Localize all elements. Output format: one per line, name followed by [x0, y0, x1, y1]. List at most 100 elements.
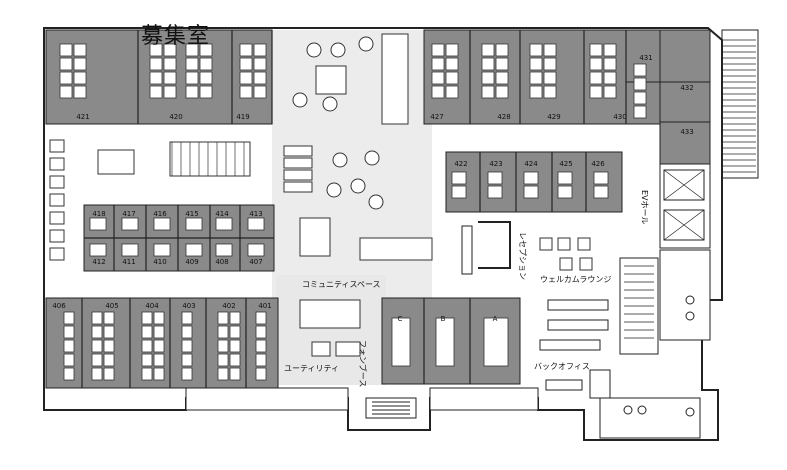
desk: [103, 367, 115, 381]
desk: [255, 367, 267, 381]
desk: [199, 43, 213, 57]
desk: [481, 85, 495, 99]
desk: [229, 367, 241, 381]
desk: [593, 185, 609, 199]
desk: [481, 43, 495, 57]
elevator-hall-label: EVホール: [640, 190, 649, 225]
desk: [445, 57, 459, 71]
round-seat: [368, 194, 384, 210]
desk: [543, 57, 557, 71]
round-seat: [306, 42, 322, 58]
desk: [431, 85, 445, 99]
desk: [603, 43, 617, 57]
room-label: 406: [52, 302, 66, 310]
desk: [529, 71, 543, 85]
copier: [335, 341, 361, 357]
desk: [153, 353, 165, 367]
round-seat: [350, 178, 366, 194]
desk: [163, 57, 177, 71]
desk: [543, 43, 557, 57]
desk: [59, 57, 73, 71]
printer: [311, 341, 331, 357]
room-label: 432: [680, 84, 693, 92]
desk: [63, 353, 75, 367]
room-label: A: [493, 315, 498, 323]
desk: [253, 57, 267, 71]
room-label: 426: [591, 160, 605, 168]
desk: [529, 85, 543, 99]
desk: [181, 353, 193, 367]
desk: [153, 217, 171, 231]
desk: [121, 243, 139, 257]
desk: [229, 325, 241, 339]
lounge-chair: [49, 247, 65, 261]
desk: [603, 71, 617, 85]
reception-label: レセプション: [518, 232, 527, 280]
utility-label: ユーティリティ: [284, 364, 339, 373]
desk: [199, 71, 213, 85]
room-label: 415: [185, 210, 198, 218]
desk: [239, 57, 253, 71]
desk: [91, 311, 103, 325]
desk: [141, 311, 153, 325]
desk: [451, 185, 467, 199]
room-label: 409: [185, 258, 198, 266]
desk: [91, 339, 103, 353]
desk: [185, 243, 203, 257]
desk: [557, 171, 573, 185]
desk: [523, 185, 539, 199]
desk: [445, 85, 459, 99]
lounge-chair: [49, 139, 65, 153]
stair-frame: [721, 29, 759, 179]
desk: [181, 325, 193, 339]
balcony: [185, 387, 539, 419]
room-label: 429: [547, 113, 560, 121]
desk: [253, 85, 267, 99]
desk: [247, 243, 265, 257]
desk: [253, 43, 267, 57]
desk: [603, 85, 617, 99]
desk: [149, 57, 163, 71]
desk: [153, 339, 165, 353]
desk: [185, 43, 199, 57]
desk: [481, 71, 495, 85]
desk: [215, 243, 233, 257]
room-label: 418: [92, 210, 105, 218]
desk: [89, 243, 107, 257]
back-office-label: バックオフィス: [534, 362, 590, 371]
community-table: [299, 299, 361, 329]
desk: [247, 217, 265, 231]
room-label: 419: [236, 113, 249, 121]
stair-core: [619, 257, 659, 355]
community-table: [299, 217, 331, 257]
desk: [73, 85, 87, 99]
desk: [255, 311, 267, 325]
desk: [91, 325, 103, 339]
community-table: [283, 181, 313, 193]
community-table: [283, 169, 313, 181]
desk: [217, 311, 229, 325]
community-bench: [381, 33, 409, 125]
desk: [141, 367, 153, 381]
desk: [229, 339, 241, 353]
desk: [199, 57, 213, 71]
desk: [495, 43, 509, 57]
desk: [543, 85, 557, 99]
back-office-furniture: [539, 299, 611, 399]
room-label: 407: [249, 258, 262, 266]
desk: [153, 243, 171, 257]
desk: [229, 353, 241, 367]
desk: [431, 71, 445, 85]
desk: [199, 85, 213, 99]
desk: [633, 105, 647, 119]
room-label: 412: [92, 258, 105, 266]
lounge-chair: [539, 237, 553, 251]
desk: [589, 43, 603, 57]
room-label: B: [441, 315, 446, 323]
meeting-table: [391, 317, 411, 367]
desk: [239, 43, 253, 57]
desk: [495, 85, 509, 99]
room-label: 403: [182, 302, 195, 310]
desk: [543, 71, 557, 85]
desk: [141, 353, 153, 367]
